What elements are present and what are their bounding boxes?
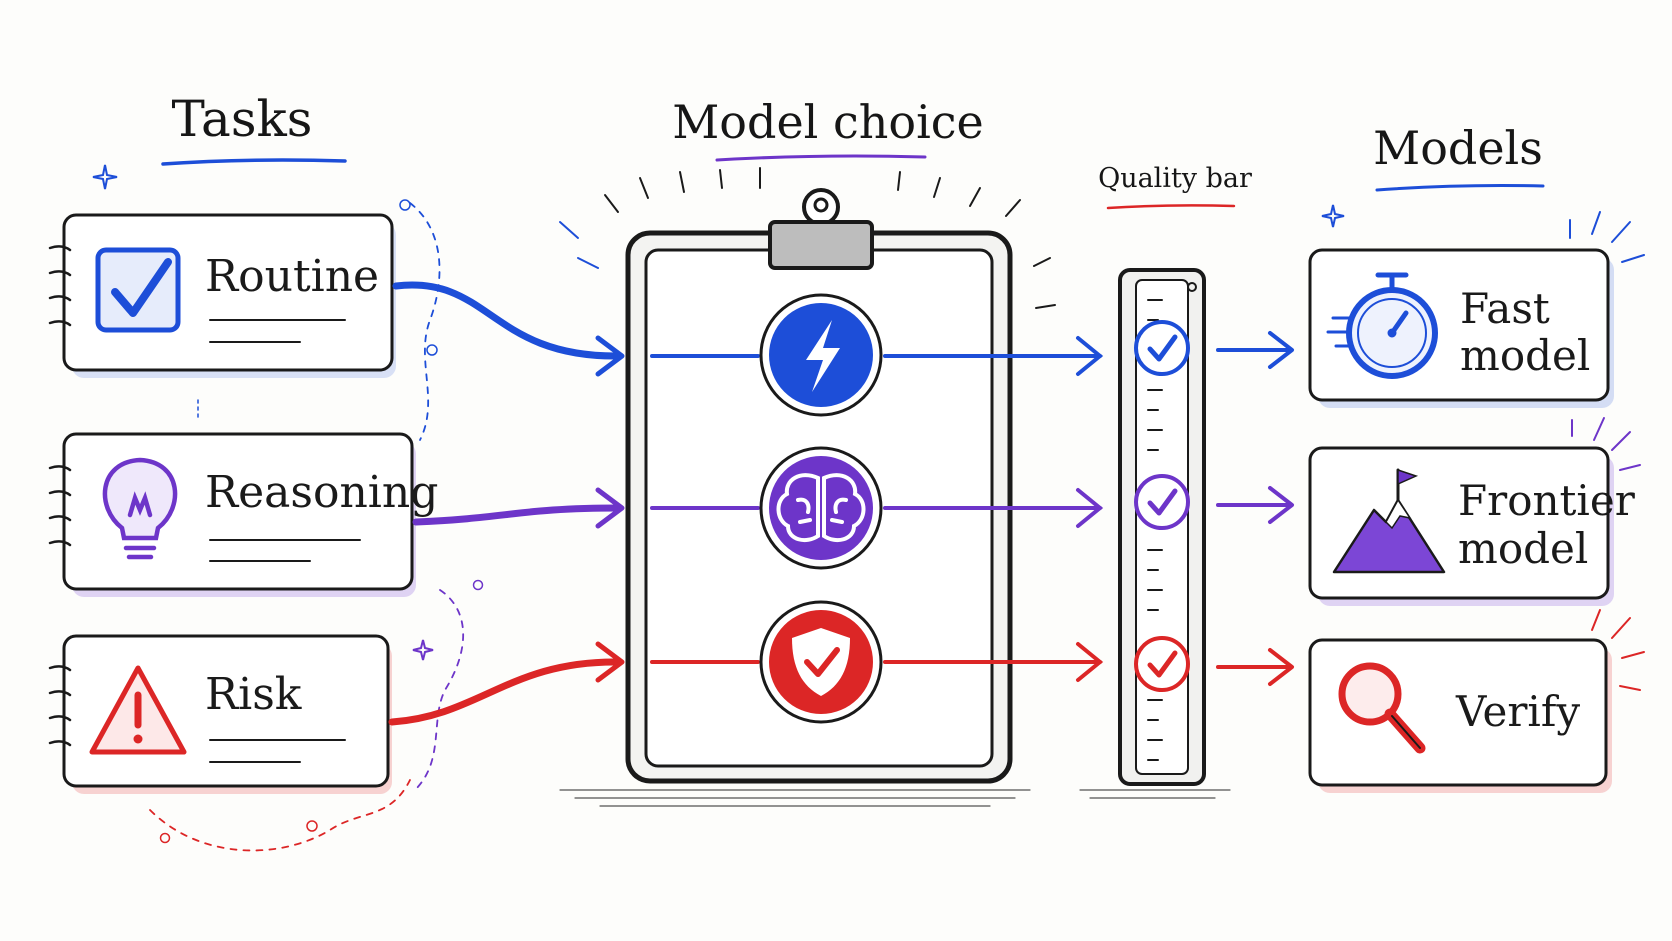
model-label-fast-line1: Fast: [1460, 284, 1550, 333]
model-label-verify-line1: Verify: [1455, 687, 1580, 736]
model-card-verify[interactable]: Verify: [1308, 638, 1612, 793]
quality-bar: [1118, 268, 1206, 786]
magnifier-icon: [1338, 662, 1426, 754]
task-card-reasoning[interactable]: Reasoning: [48, 432, 438, 597]
models-heading-group: Models: [1373, 121, 1545, 192]
model-label-fast-line2: model: [1460, 331, 1590, 380]
clipboard: [625, 188, 1104, 784]
sparkle-icon: [412, 639, 434, 661]
mountain-flag-icon: [1332, 468, 1446, 574]
brain-icon: [759, 446, 883, 570]
model-choice-heading-group: Model choice: [672, 95, 984, 162]
warning-icon: [89, 665, 187, 755]
model-label-frontier-line2: model: [1458, 524, 1588, 573]
quality-check-icon: [1134, 636, 1190, 692]
checkbox-icon: [95, 247, 181, 333]
sparkle-icon: [1321, 204, 1345, 228]
task-label-reasoning: Reasoning: [205, 467, 438, 518]
tasks-heading-group: Tasks: [161, 90, 347, 166]
tasks-heading: Tasks: [172, 90, 313, 148]
quality-bar-heading: Quality bar: [1098, 163, 1252, 194]
quality-check-icon: [1134, 474, 1190, 530]
models-heading: Models: [1373, 121, 1543, 175]
sparkle-icon: [92, 164, 118, 190]
task-label-risk: Risk: [205, 669, 302, 720]
decorative-doodles: [92, 164, 1645, 852]
model-connectors: [1216, 331, 1294, 686]
stopwatch-icon: [1326, 272, 1438, 379]
task-card-routine[interactable]: Routine: [48, 213, 396, 378]
model-label-frontier-line1: Frontier: [1458, 476, 1636, 525]
lightbulb-icon: [102, 457, 178, 560]
quality-bar-heading-group: Quality bar: [1098, 163, 1252, 210]
model-choice-heading: Model choice: [672, 95, 984, 149]
task-card-risk[interactable]: Risk: [48, 634, 392, 794]
task-label-routine: Routine: [205, 251, 379, 302]
clipboard-clip: [768, 188, 874, 270]
task-connectors: [388, 281, 625, 726]
quality-check-icon: [1134, 320, 1190, 376]
lightning-icon: [759, 293, 883, 417]
model-card-fast[interactable]: Fast model: [1308, 248, 1614, 408]
model-card-frontier[interactable]: Frontier model: [1308, 446, 1636, 606]
shield-check-icon: [759, 600, 883, 724]
